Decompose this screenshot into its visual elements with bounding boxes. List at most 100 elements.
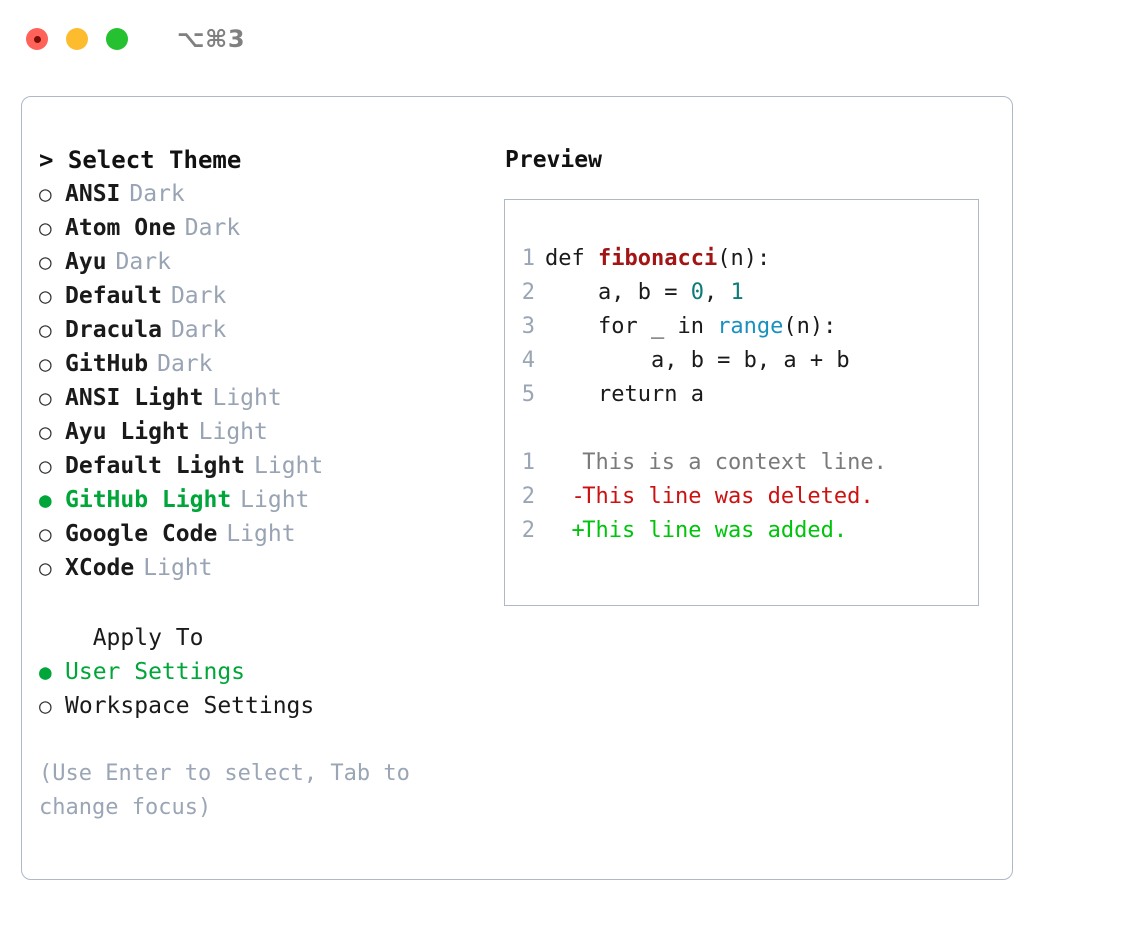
apply-to-item[interactable]: ○Workspace Settings <box>39 689 490 723</box>
code-line-number: 3 <box>521 314 535 339</box>
diff-line: 1 This is a context line. <box>521 446 978 480</box>
theme-name-label: ANSI Light <box>65 385 204 411</box>
radio-unselected-icon[interactable]: ○ <box>39 454 52 478</box>
theme-name-label: Default <box>65 283 162 309</box>
theme-name-label: Ayu Light <box>65 419 190 445</box>
apply-to-item[interactable]: ●User Settings <box>39 655 490 689</box>
theme-name-label: XCode <box>65 555 135 581</box>
code-line: 4 a, b = b, a + b <box>521 344 978 378</box>
radio-selected-icon[interactable]: ● <box>39 660 52 684</box>
code-token: a, b = <box>545 280 691 305</box>
theme-name-label: Atom One <box>65 215 176 241</box>
diff-line-number: 1 <box>521 450 535 475</box>
code-line: 3 for _ in range(n): <box>521 310 978 344</box>
close-window-button[interactable] <box>26 28 48 50</box>
code-token: (n): <box>717 246 771 271</box>
diff-sign: - <box>545 484 585 509</box>
code-line: 2 a, b = 0, 1 <box>521 276 978 310</box>
title-bar: ⌥⌘3 <box>0 0 1140 78</box>
radio-unselected-icon[interactable]: ○ <box>39 250 52 274</box>
diff-sample: 1 This is a context line.2 - This line w… <box>521 446 978 548</box>
code-token: def <box>545 246 598 271</box>
code-token: range <box>717 314 784 339</box>
diff-text: This line was deleted. <box>569 484 874 509</box>
theme-variant-badge: Light <box>240 487 310 513</box>
radio-unselected-icon[interactable]: ○ <box>39 386 52 410</box>
diff-line-number: 2 <box>521 484 535 509</box>
theme-name-label: Dracula <box>65 317 162 343</box>
diff-text: This line was added. <box>569 518 848 543</box>
theme-list-item[interactable]: ○ ANSI Dark <box>39 177 490 211</box>
code-token: for _ in <box>545 314 718 339</box>
theme-variant-badge: Light <box>254 453 324 479</box>
code-line-number: 5 <box>521 382 535 407</box>
select-theme-header: > Select Theme <box>39 146 242 174</box>
diff-line: 2 + This line was added. <box>521 514 978 548</box>
apply-to-title: Apply To <box>65 625 204 651</box>
theme-name-label: Default Light <box>65 453 246 479</box>
theme-variant-badge: Dark <box>129 181 185 207</box>
theme-variant-badge: Dark <box>170 283 227 309</box>
code-line-number: 2 <box>521 280 535 305</box>
radio-unselected-icon[interactable]: ○ <box>39 352 52 376</box>
theme-variant-badge: Dark <box>115 249 171 275</box>
theme-list-item[interactable]: ○ Default Light Light <box>39 449 490 483</box>
theme-variant-badge: Dark <box>170 317 227 343</box>
code-token: a, b = b, a + b <box>545 348 850 373</box>
apply-to-list[interactable]: ●User Settings○Workspace Settings <box>39 655 490 723</box>
radio-unselected-icon[interactable]: ○ <box>39 522 52 546</box>
code-token: fibonacci <box>597 246 718 271</box>
theme-list-item[interactable]: ○ Ayu Light Light <box>39 415 490 449</box>
code-line: 1 def fibonacci(n): <box>521 242 978 276</box>
diff-line: 2 - This line was deleted. <box>521 480 978 514</box>
radio-unselected-icon[interactable]: ○ <box>39 318 52 342</box>
code-line-number: 1 <box>521 246 535 271</box>
apply-to-section: Apply To ●User Settings○Workspace Settin… <box>39 621 490 723</box>
code-token: , <box>703 280 731 305</box>
theme-list-item[interactable]: ○ Dracula Dark <box>39 313 490 347</box>
theme-list-item[interactable]: ○ Atom One Dark <box>39 211 490 245</box>
diff-line-number: 2 <box>521 518 535 543</box>
theme-list-item[interactable]: ○ XCode Light <box>39 551 490 585</box>
code-token: (n): <box>783 314 837 339</box>
theme-list-item[interactable]: ○ Google Code Light <box>39 517 490 551</box>
radio-unselected-icon[interactable]: ○ <box>39 556 52 580</box>
theme-variant-badge: Light <box>143 555 213 581</box>
theme-name-label: Google Code <box>65 521 218 547</box>
minimize-window-button[interactable] <box>66 28 88 50</box>
radio-unselected-icon[interactable]: ○ <box>39 420 52 444</box>
radio-unselected-icon[interactable]: ○ <box>39 694 52 718</box>
radio-unselected-icon[interactable]: ○ <box>39 182 52 206</box>
code-token: return a <box>545 382 704 407</box>
theme-variant-badge: Light <box>198 419 268 445</box>
theme-list-item[interactable]: ○ Ayu Dark <box>39 245 490 279</box>
code-token: 1 <box>730 280 744 305</box>
theme-name-label: ANSI <box>65 181 121 207</box>
theme-list-item[interactable]: ● GitHub Light Light <box>39 483 490 517</box>
radio-unselected-icon[interactable]: ○ <box>39 216 52 240</box>
theme-list-item[interactable]: ○ Default Dark <box>39 279 490 313</box>
theme-variant-badge: Dark <box>157 351 213 377</box>
keyboard-shortcut-label: ⌥⌘3 <box>177 25 246 53</box>
keyboard-hint-text: (Use Enter to select, Tab to change focu… <box>39 761 410 820</box>
radio-selected-icon[interactable]: ● <box>39 488 52 512</box>
theme-variant-badge: Dark <box>184 215 241 241</box>
theme-name-label: GitHub Light <box>65 487 232 513</box>
theme-name-label: Ayu <box>65 249 107 275</box>
maximize-window-button[interactable] <box>106 28 128 50</box>
preview-spacer <box>521 412 978 446</box>
radio-unselected-icon[interactable]: ○ <box>39 284 52 308</box>
code-line-number: 4 <box>521 348 535 373</box>
code-line: 5 return a <box>521 378 978 412</box>
window-controls <box>26 28 128 50</box>
theme-variant-badge: Light <box>226 521 296 547</box>
